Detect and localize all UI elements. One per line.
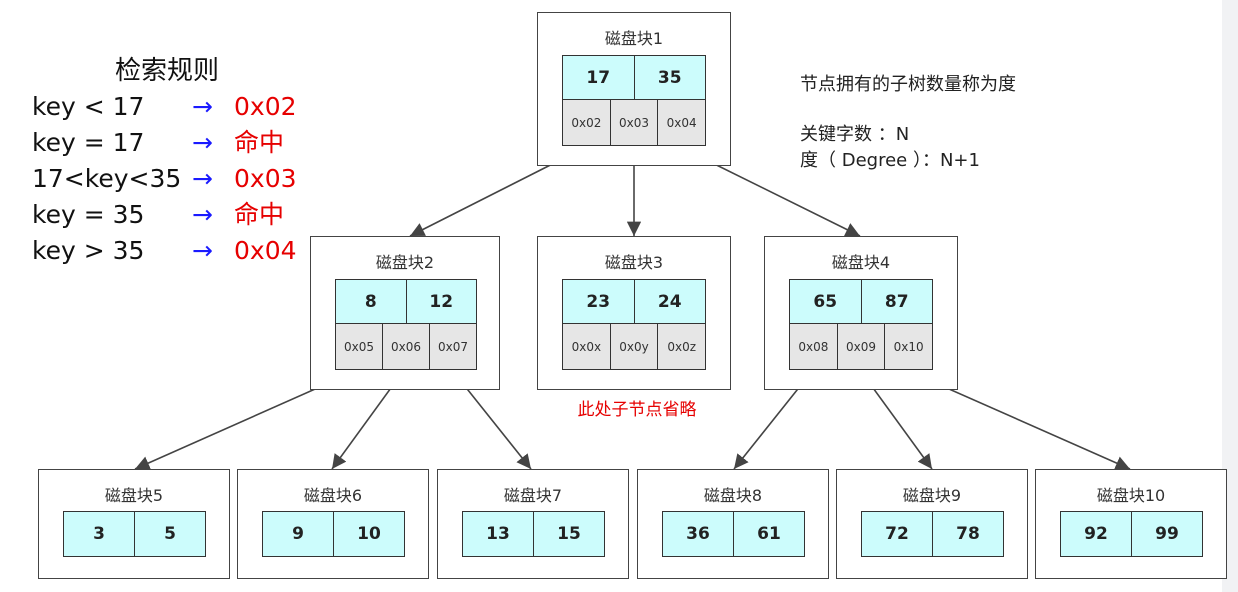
key-cell: 92 bbox=[1061, 512, 1131, 556]
rule-result: 0x02 bbox=[234, 92, 297, 121]
pointer-cell: 0x0z bbox=[657, 324, 706, 369]
key-cell: 5 bbox=[134, 512, 205, 556]
key-row: 8 12 bbox=[335, 279, 477, 324]
block-title: 磁盘块7 bbox=[503, 486, 563, 505]
key-cell: 61 bbox=[733, 512, 804, 556]
key-row: 72 78 bbox=[861, 511, 1004, 557]
rule-condition: key < 17 bbox=[32, 92, 145, 121]
block-title: 磁盘块8 bbox=[703, 486, 763, 505]
rule-result: 命中 bbox=[234, 200, 285, 229]
disk-block-8: 磁盘块8 36 61 bbox=[637, 469, 829, 579]
pointer-cell: 0x05 bbox=[336, 324, 382, 369]
key-cell: 36 bbox=[663, 512, 733, 556]
block-title: 磁盘块4 bbox=[831, 253, 891, 272]
pointer-cell: 0x10 bbox=[884, 324, 933, 369]
block-title: 磁盘块6 bbox=[303, 486, 363, 505]
pointer-row: 0x0x 0x0y 0x0z bbox=[562, 324, 706, 370]
key-cell: 15 bbox=[533, 512, 604, 556]
key-cell: 8 bbox=[336, 280, 406, 323]
key-cell: 3 bbox=[64, 512, 134, 556]
scrollbar-track[interactable] bbox=[1222, 0, 1238, 592]
key-row: 92 99 bbox=[1060, 511, 1203, 557]
key-cell: 87 bbox=[860, 280, 932, 323]
pointer-cell: 0x0y bbox=[609, 324, 658, 369]
rules-title: 检索规则 bbox=[115, 56, 220, 86]
rule-condition: key = 35 bbox=[32, 200, 145, 229]
key-count-label: 关键字数 ：N bbox=[800, 124, 910, 145]
rule-condition: key = 17 bbox=[32, 128, 145, 157]
pointer-cell: 0x04 bbox=[657, 100, 706, 145]
key-cell: 72 bbox=[862, 512, 932, 556]
omitted-children-note: 此处子节点省略 bbox=[577, 400, 697, 420]
block-title: 磁盘块10 bbox=[1096, 486, 1166, 505]
block-title: 磁盘块9 bbox=[902, 486, 962, 505]
pointer-cell: 0x06 bbox=[382, 324, 429, 369]
key-cell: 35 bbox=[633, 56, 705, 99]
arrow-right-icon: → bbox=[192, 164, 213, 193]
key-row: 65 87 bbox=[789, 279, 933, 324]
degree-formula: 度（ Degree ）：N+1 bbox=[800, 150, 980, 171]
pointer-cell: 0x02 bbox=[563, 100, 610, 145]
block-title: 磁盘块1 bbox=[604, 29, 664, 48]
pointer-cell: 0x09 bbox=[836, 324, 885, 369]
pointer-row: 0x08 0x09 0x10 bbox=[789, 324, 933, 370]
rule-condition: 17<key<35 bbox=[32, 164, 182, 193]
pointer-cell: 0x03 bbox=[609, 100, 658, 145]
disk-block-7: 磁盘块7 13 15 bbox=[437, 469, 629, 579]
rule-condition: key > 35 bbox=[32, 236, 145, 265]
rule-result: 0x04 bbox=[234, 236, 297, 265]
arrow-right-icon: → bbox=[192, 236, 213, 265]
disk-block-10: 磁盘块10 92 99 bbox=[1035, 469, 1227, 579]
arrow-right-icon: → bbox=[192, 200, 213, 229]
disk-block-2: 磁盘块2 8 12 0x05 0x06 0x07 bbox=[310, 236, 500, 390]
block-title: 磁盘块5 bbox=[104, 486, 164, 505]
key-cell: 17 bbox=[563, 56, 634, 99]
disk-block-6: 磁盘块6 9 10 bbox=[237, 469, 429, 579]
key-cell: 99 bbox=[1131, 512, 1202, 556]
key-cell: 12 bbox=[405, 280, 476, 323]
key-cell: 24 bbox=[633, 280, 705, 323]
key-row: 9 10 bbox=[262, 511, 405, 557]
pointer-row: 0x05 0x06 0x07 bbox=[335, 324, 477, 370]
key-row: 36 61 bbox=[662, 511, 805, 557]
pointer-cell: 0x07 bbox=[429, 324, 476, 369]
degree-definition: 节点拥有的子树数量称为度 bbox=[800, 74, 1016, 95]
key-row: 13 15 bbox=[462, 511, 605, 557]
rule-result: 命中 bbox=[234, 128, 285, 157]
disk-block-3: 磁盘块3 23 24 0x0x 0x0y 0x0z bbox=[537, 236, 731, 390]
key-row: 3 5 bbox=[63, 511, 206, 557]
arrow-right-icon: → bbox=[192, 128, 213, 157]
pointer-cell: 0x08 bbox=[790, 324, 837, 369]
key-row: 23 24 bbox=[562, 279, 706, 324]
key-cell: 78 bbox=[932, 512, 1003, 556]
key-cell: 13 bbox=[463, 512, 533, 556]
pointer-cell: 0x0x bbox=[563, 324, 610, 369]
key-cell: 65 bbox=[790, 280, 861, 323]
block-title: 磁盘块3 bbox=[604, 253, 664, 272]
block-title: 磁盘块2 bbox=[375, 253, 435, 272]
pointer-row: 0x02 0x03 0x04 bbox=[562, 100, 706, 146]
disk-block-9: 磁盘块9 72 78 bbox=[836, 469, 1028, 579]
key-cell: 9 bbox=[263, 512, 333, 556]
disk-block-4: 磁盘块4 65 87 0x08 0x09 0x10 bbox=[764, 236, 958, 390]
disk-block-1: 磁盘块1 17 35 0x02 0x03 0x04 bbox=[537, 12, 731, 166]
arrow-right-icon: → bbox=[192, 92, 213, 121]
rule-result: 0x03 bbox=[234, 164, 297, 193]
key-cell: 23 bbox=[563, 280, 634, 323]
key-row: 17 35 bbox=[562, 55, 706, 100]
key-cell: 10 bbox=[333, 512, 404, 556]
disk-block-5: 磁盘块5 3 5 bbox=[38, 469, 230, 579]
